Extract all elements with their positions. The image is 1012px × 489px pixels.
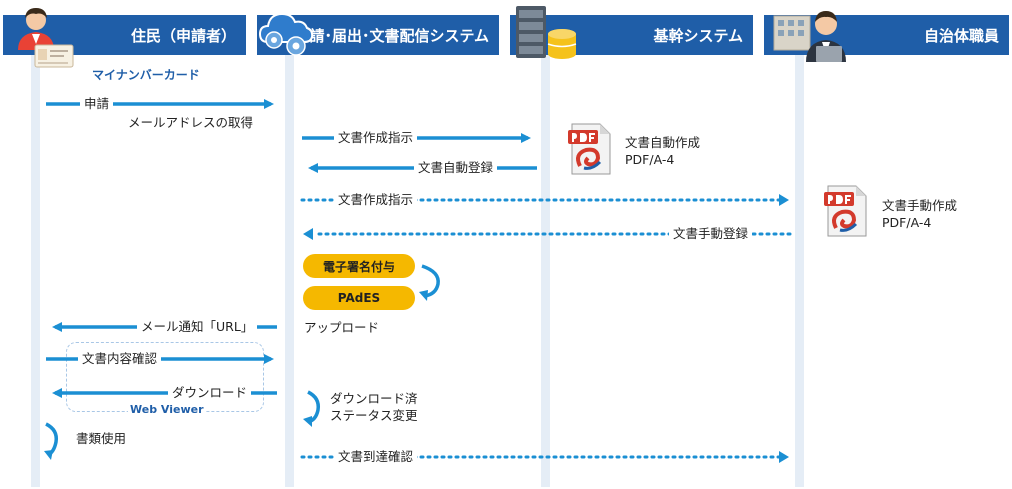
label-manual-register: 文書手動登録 (669, 226, 753, 242)
label-doc-instruct-1: 文書作成指示 (334, 130, 418, 146)
lane-title-staff: 自治体職員 (923, 26, 999, 45)
label-doc-use: 書類使用 (76, 431, 127, 446)
note-manual-create: 文書手動作成 (882, 198, 958, 213)
lane-title-resident: 住民（申請者） (130, 26, 236, 45)
office-worker-icon (773, 11, 846, 62)
note-auto-create: 文書自動作成 (625, 135, 701, 150)
pill-pades: PAdES (303, 286, 415, 310)
cloud-gear-icon (258, 12, 314, 56)
note-download-done-1: ダウンロード済 (330, 391, 418, 406)
curve-arrow-status (307, 390, 321, 424)
web-viewer-label: Web Viewer (128, 403, 206, 416)
my-number-card-label: マイナンバーカード (92, 68, 200, 82)
lifeline-system (285, 55, 294, 487)
note-manual-format: PDF/A-4 (882, 215, 932, 230)
label-auto-register: 文書自動登録 (414, 160, 498, 176)
label-apply: 申請 (80, 96, 114, 112)
label-get-email: メールアドレスの取得 (128, 115, 254, 130)
pdf-document-icon-manual (824, 185, 867, 237)
label-download: ダウンロード (168, 385, 252, 401)
label-email-url: メール通知「URL」 (137, 319, 258, 335)
label-doc-confirm: 文書内容確認 (78, 351, 162, 367)
note-auto-format: PDF/A-4 (625, 152, 675, 167)
lane-title-system: 申請･届出･文書配信システム (294, 26, 489, 45)
id-card-icon (34, 44, 74, 68)
lane-title-core: 基幹システム (653, 26, 743, 45)
label-doc-arrival: 文書到達確認 (334, 449, 418, 465)
server-database-icon (516, 6, 577, 59)
lifeline-staff (795, 55, 804, 487)
lifeline-core (541, 55, 550, 487)
curve-arrow-sign (421, 264, 440, 298)
pdf-document-icon (568, 123, 611, 175)
lifeline-resident (31, 55, 40, 487)
label-doc-instruct-2: 文書作成指示 (334, 192, 418, 208)
note-download-done-2: ステータス変更 (330, 408, 418, 423)
pill-digital-signature: 電子署名付与 (303, 254, 415, 278)
note-upload: アップロード (304, 320, 380, 335)
